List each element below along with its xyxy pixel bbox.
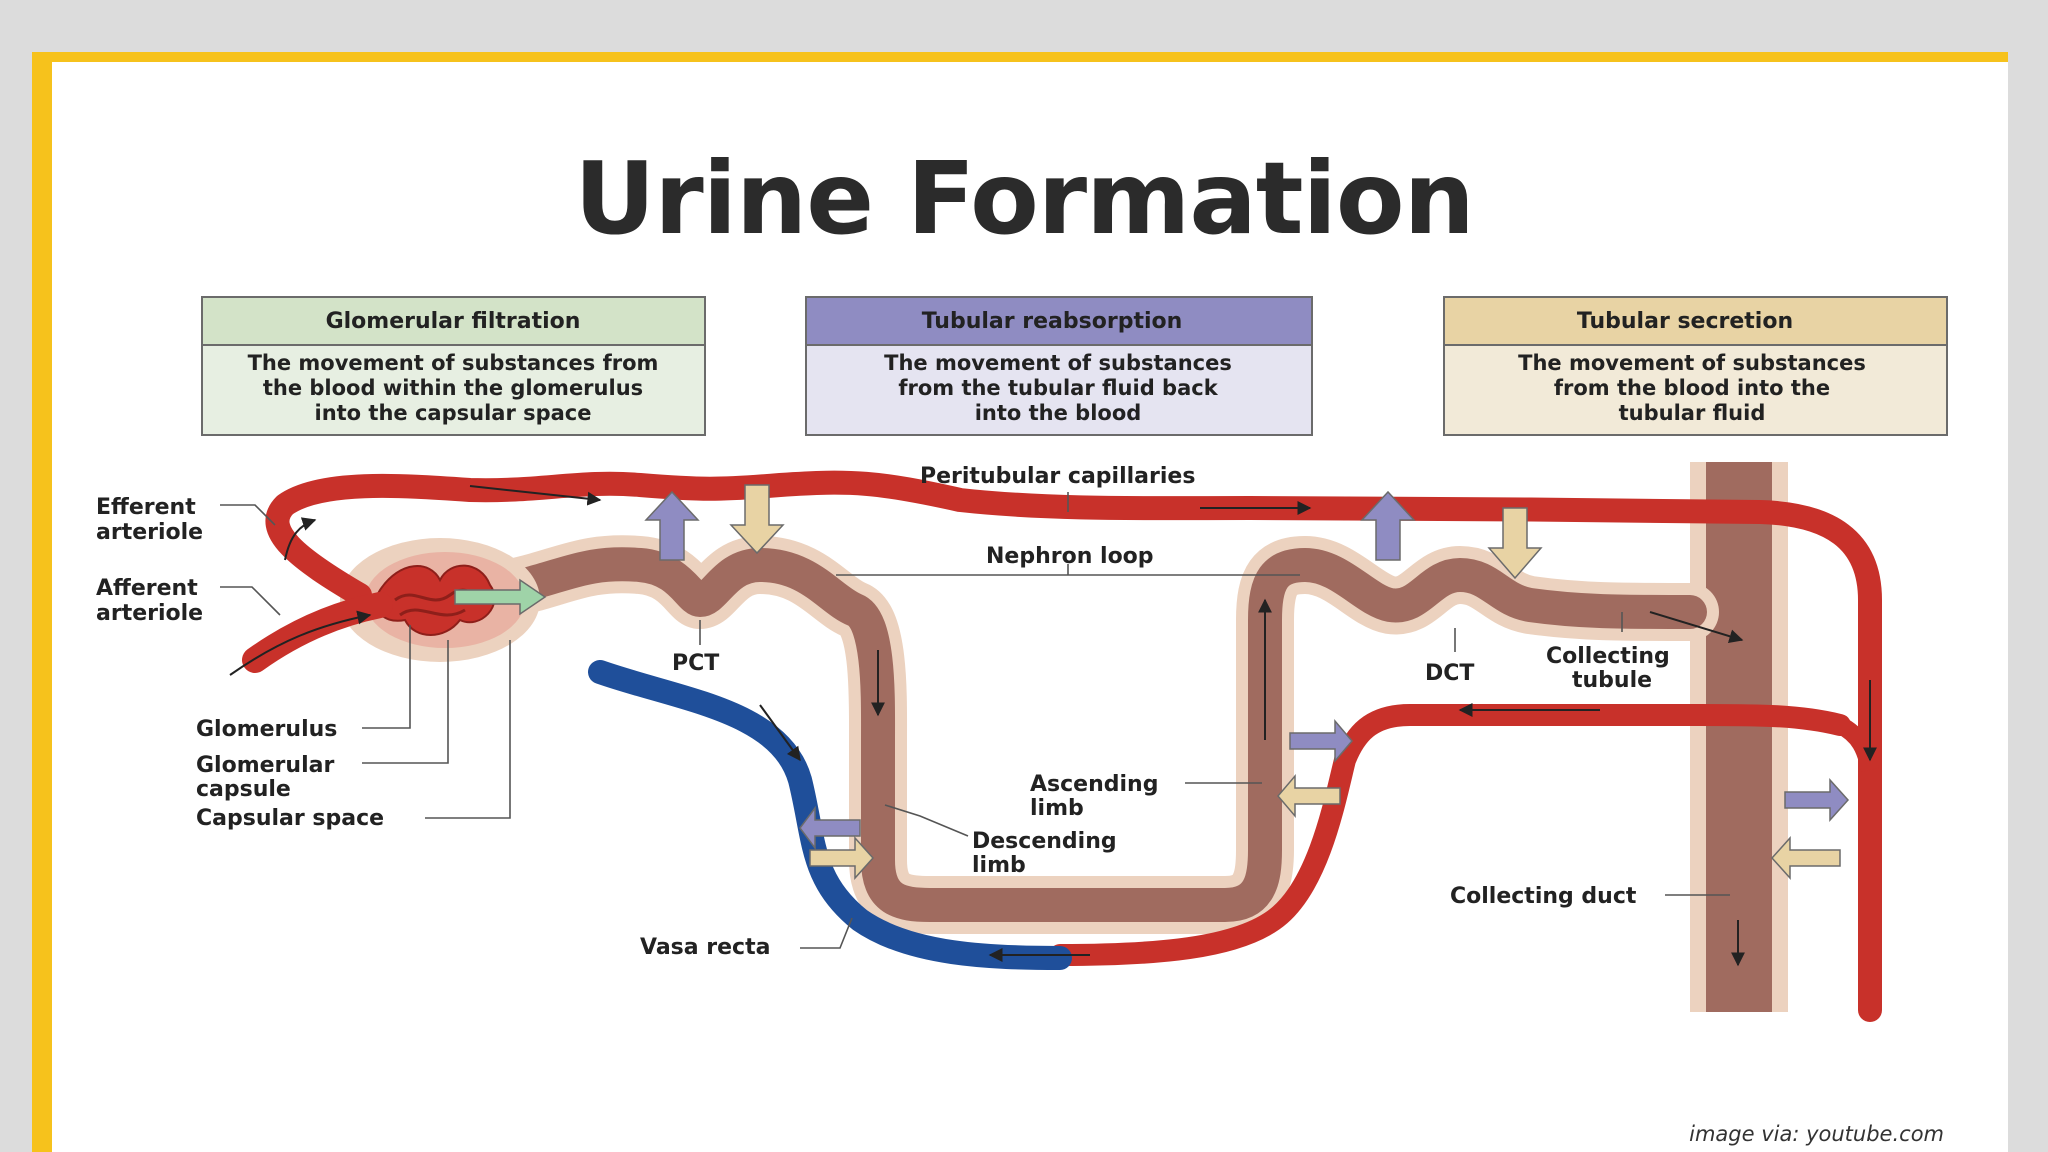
process-description-line: The movement of substances from bbox=[248, 351, 659, 375]
label-dct: DCT bbox=[1425, 661, 1474, 686]
secretion-arrows bbox=[729, 484, 1841, 880]
process-header: Tubular reabsorption bbox=[922, 309, 1183, 334]
peritubular-capillaries bbox=[265, 470, 1882, 1022]
process-header: Tubular secretion bbox=[1577, 309, 1793, 334]
label-descending-limb: Descending bbox=[972, 829, 1117, 854]
label-glomerular-capsule: capsule bbox=[196, 777, 291, 802]
label-pct: PCT bbox=[672, 651, 719, 676]
label-peritubular-capillaries: Peritubular capillaries bbox=[920, 464, 1195, 489]
process-description-line: the blood within the glomerulus bbox=[263, 376, 643, 400]
label-efferent-arteriole: arteriole bbox=[96, 520, 203, 545]
collecting-duct bbox=[1690, 462, 1788, 1012]
process-description-line: The movement of substances bbox=[1518, 351, 1866, 375]
process-description-line: The movement of substances bbox=[884, 351, 1232, 375]
label-collecting-tubule: Collecting bbox=[1546, 644, 1670, 669]
reabsorption-arrows bbox=[644, 490, 1850, 851]
process-body-bg bbox=[201, 344, 706, 436]
image-credit: image via: youtube.com bbox=[1689, 1122, 1944, 1146]
afferent-arteriole bbox=[229, 592, 393, 676]
leader-lines bbox=[220, 492, 1730, 949]
process-description-line: into the blood bbox=[975, 401, 1142, 425]
label-afferent-arteriole: Afferent bbox=[96, 576, 198, 601]
label-glomerular-capsule: Glomerular bbox=[196, 753, 334, 778]
label-efferent-arteriole: Efferent bbox=[96, 495, 196, 520]
label-collecting-tubule: tubule bbox=[1572, 668, 1652, 693]
label-collecting-duct: Collecting duct bbox=[1450, 884, 1637, 909]
process-description-line: tubular fluid bbox=[1619, 401, 1766, 425]
process-box-filtration: Glomerular filtration The movement of su… bbox=[201, 296, 706, 436]
diagram-labels: Efferent arteriole Afferent arteriole Gl… bbox=[96, 464, 1670, 960]
process-box-reabsorption: Tubular reabsorption The movement of sub… bbox=[805, 296, 1313, 436]
label-capsular-space: Capsular space bbox=[196, 806, 384, 831]
label-nephron-loop: Nephron loop bbox=[986, 544, 1154, 569]
label-afferent-arteriole: arteriole bbox=[96, 601, 203, 626]
process-description-line: into the capsular space bbox=[315, 401, 592, 425]
process-body-bg bbox=[805, 344, 1313, 436]
label-vasa-recta: Vasa recta bbox=[640, 935, 770, 960]
nephron-tubule bbox=[471, 535, 1744, 934]
slide-title: Urine Formation bbox=[574, 140, 1475, 257]
process-header: Glomerular filtration bbox=[326, 309, 581, 334]
process-box-secretion: Tubular secretion The movement of substa… bbox=[1443, 296, 1948, 436]
process-description-line: from the tubular fluid back bbox=[898, 376, 1218, 400]
label-ascending-limb: limb bbox=[1030, 796, 1084, 821]
label-ascending-limb: Ascending bbox=[1030, 772, 1158, 797]
label-glomerulus: Glomerulus bbox=[196, 717, 337, 742]
process-description-line: from the blood into the bbox=[1554, 376, 1830, 400]
process-header-bg bbox=[201, 296, 706, 346]
process-body-bg bbox=[1443, 344, 1948, 436]
filtration-arrow bbox=[454, 578, 547, 616]
label-descending-limb: limb bbox=[972, 853, 1026, 878]
